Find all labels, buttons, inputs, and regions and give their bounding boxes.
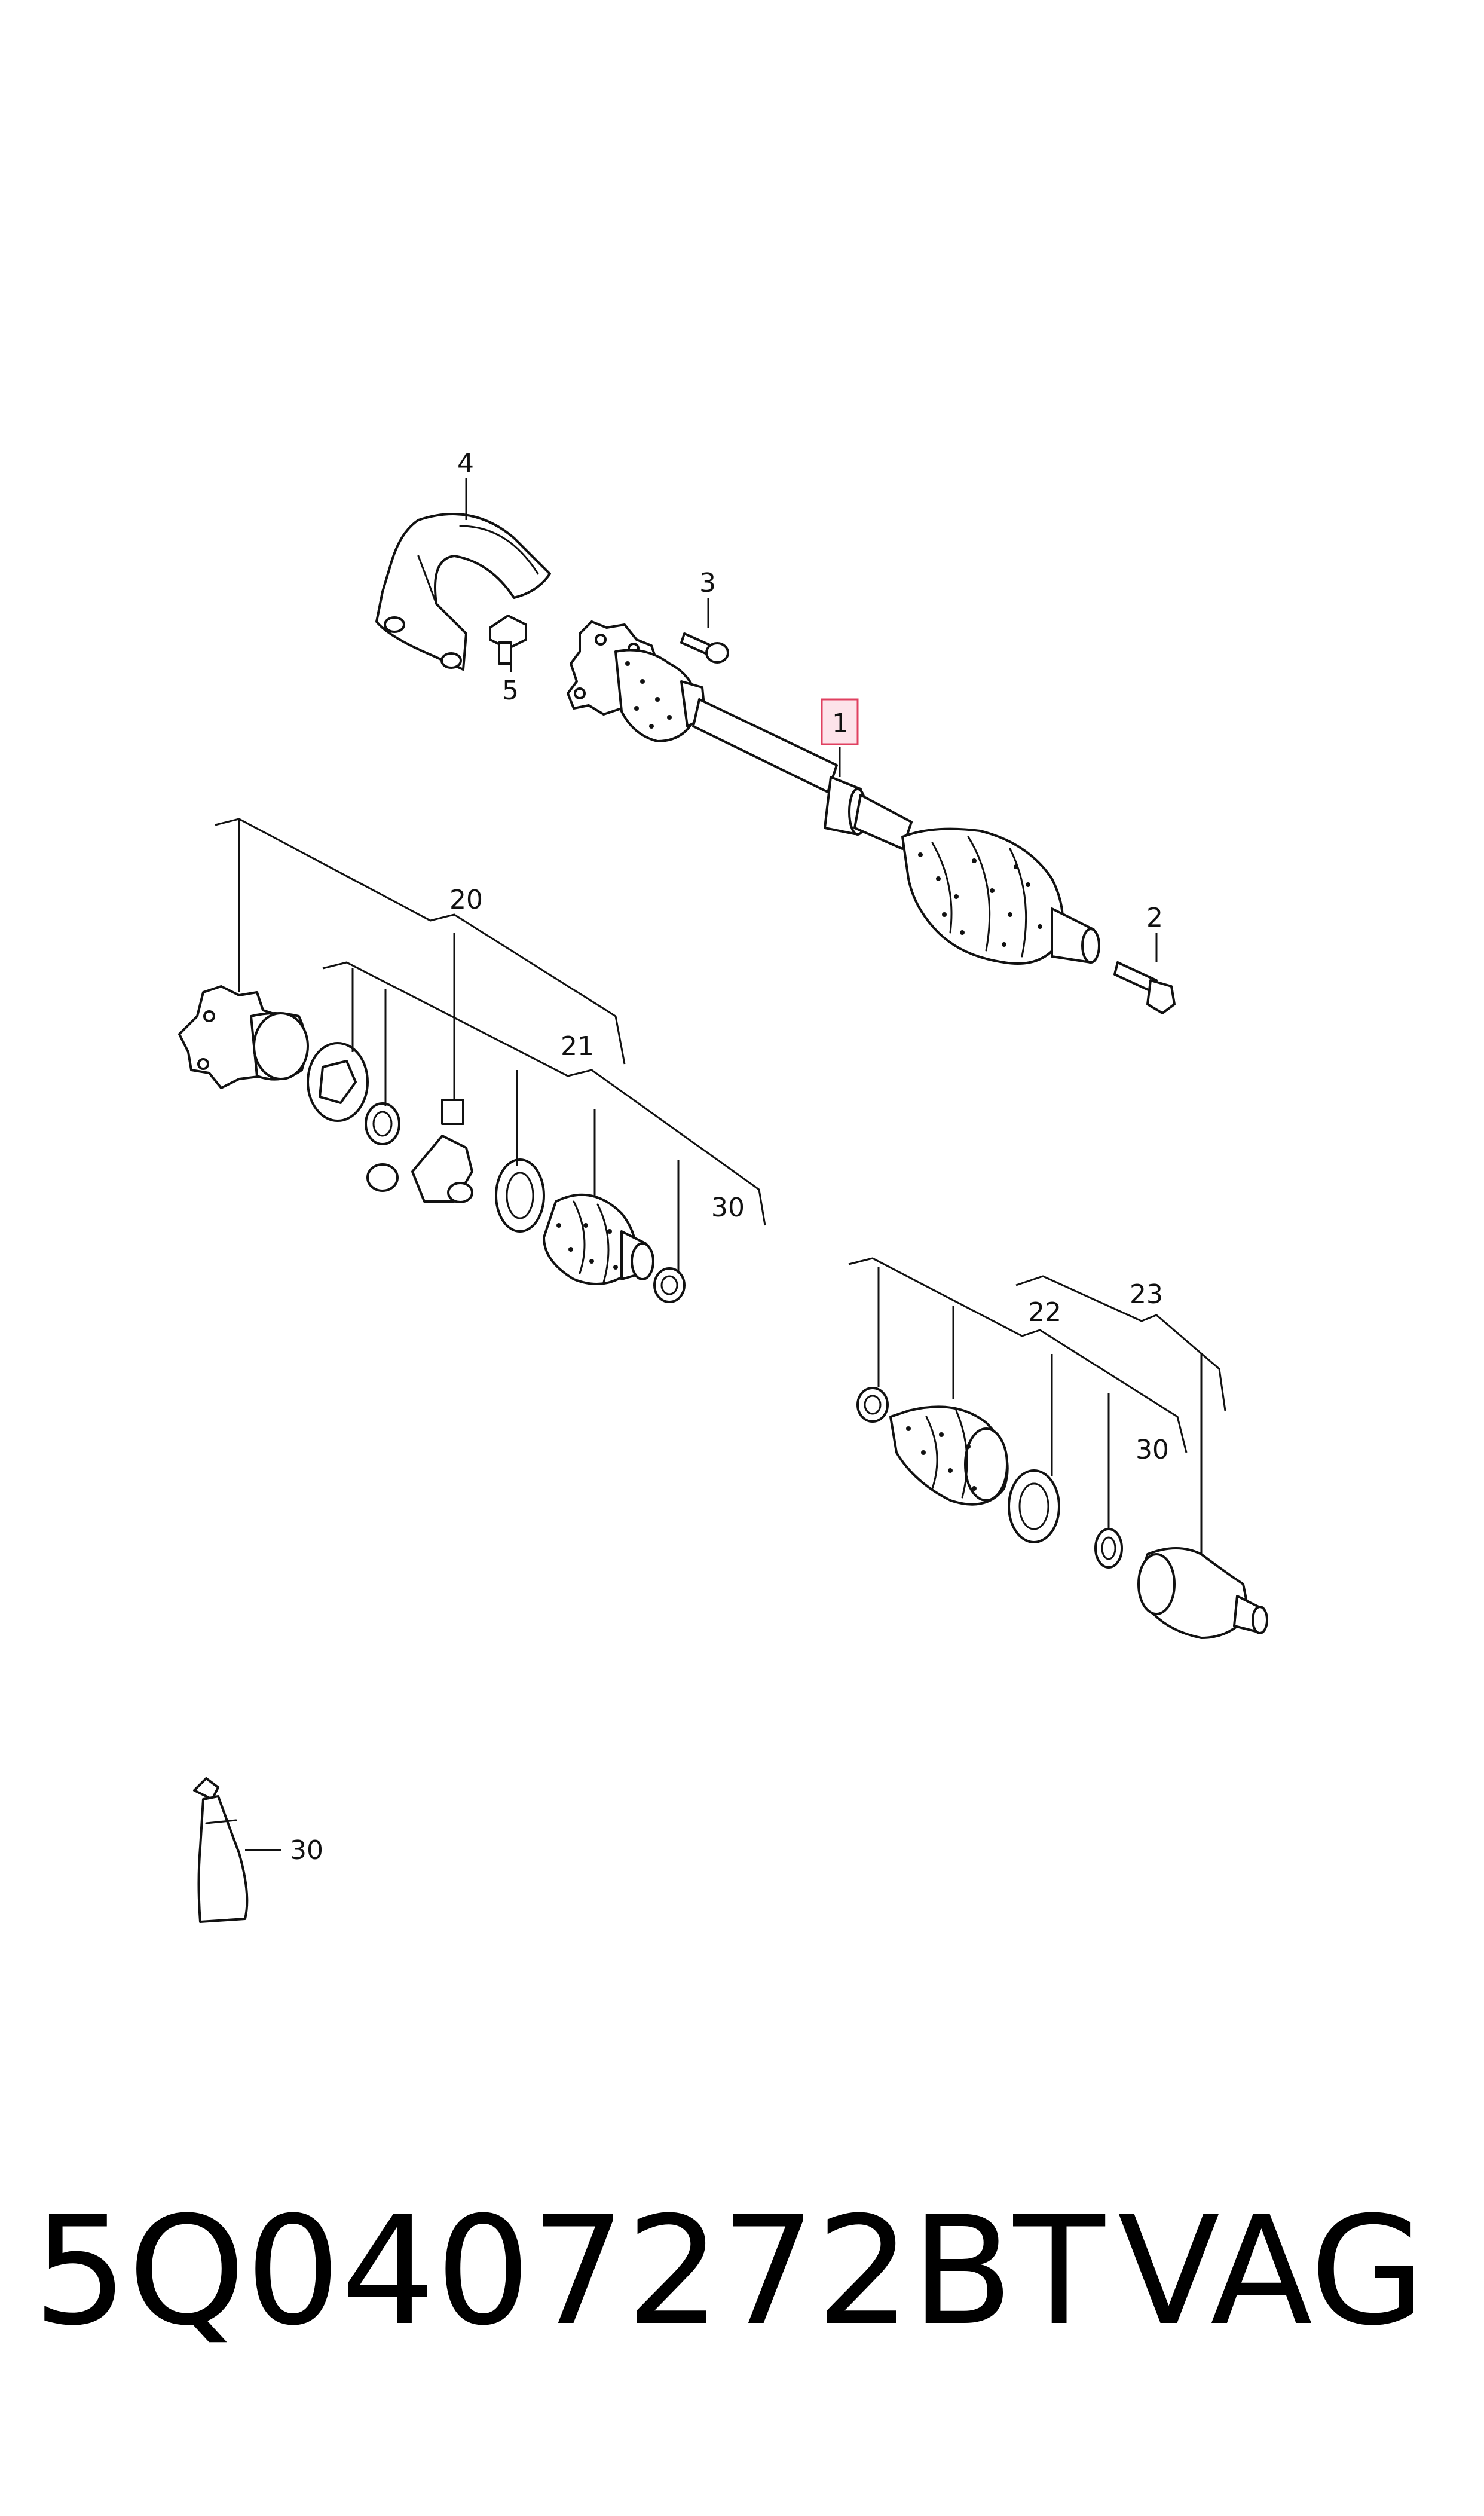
callout-1-highlight: [821, 698, 859, 745]
callout-1[interactable]: 1: [832, 708, 849, 739]
drive-shaft[interactable]: [567, 620, 1100, 965]
callout-22: 22: [1028, 1297, 1061, 1328]
circlip-inner-1[interactable]: [365, 1102, 400, 1145]
leader-lines: [215, 478, 1226, 1851]
callout-3: 3: [699, 568, 716, 598]
outer-boot-texture: [906, 1426, 977, 1491]
callout-21: 21: [561, 1031, 594, 1062]
callout-30-b: 30: [1136, 1435, 1169, 1465]
inner-boot-texture: [556, 1223, 618, 1270]
inner-boot[interactable]: [543, 1193, 654, 1285]
circlip-outer-2[interactable]: [1094, 1528, 1123, 1569]
callout-30-c: 30: [290, 1835, 323, 1866]
outer-cv-joint[interactable]: [1137, 1547, 1268, 1639]
inner-joint-flange-ring[interactable]: [307, 1042, 369, 1122]
circlip-inner-2[interactable]: [653, 1267, 686, 1303]
inner-joint-housing[interactable]: [178, 985, 309, 1089]
inner-hose-clamp[interactable]: [495, 1158, 545, 1233]
outer-hose-clamp[interactable]: [1008, 1469, 1060, 1543]
callout-30-a: 30: [711, 1193, 745, 1223]
callout-23: 23: [1130, 1279, 1163, 1310]
callout-4: 4: [457, 448, 474, 479]
bolt-2[interactable]: [1113, 961, 1176, 1014]
callout-5: 5: [502, 675, 519, 706]
heat-shield-bracket[interactable]: [375, 513, 551, 671]
part-number: 5Q0407272BT: [33, 2184, 1105, 2358]
outer-boot[interactable]: [889, 1405, 1009, 1506]
brand-name: VAG: [1118, 2184, 1426, 2358]
callout-2: 2: [1146, 903, 1163, 933]
drive-shaft-texture: [625, 661, 1042, 947]
callout-20: 20: [449, 885, 483, 915]
bolt-5[interactable]: [489, 615, 527, 665]
tripod-spider[interactable]: [366, 1099, 473, 1203]
circlip-outer-1[interactable]: [856, 1387, 889, 1423]
bolt-3[interactable]: [680, 632, 729, 664]
footer: 5Q0407272BT VAG: [0, 2182, 1484, 2361]
grease-tube[interactable]: [193, 1777, 249, 1923]
